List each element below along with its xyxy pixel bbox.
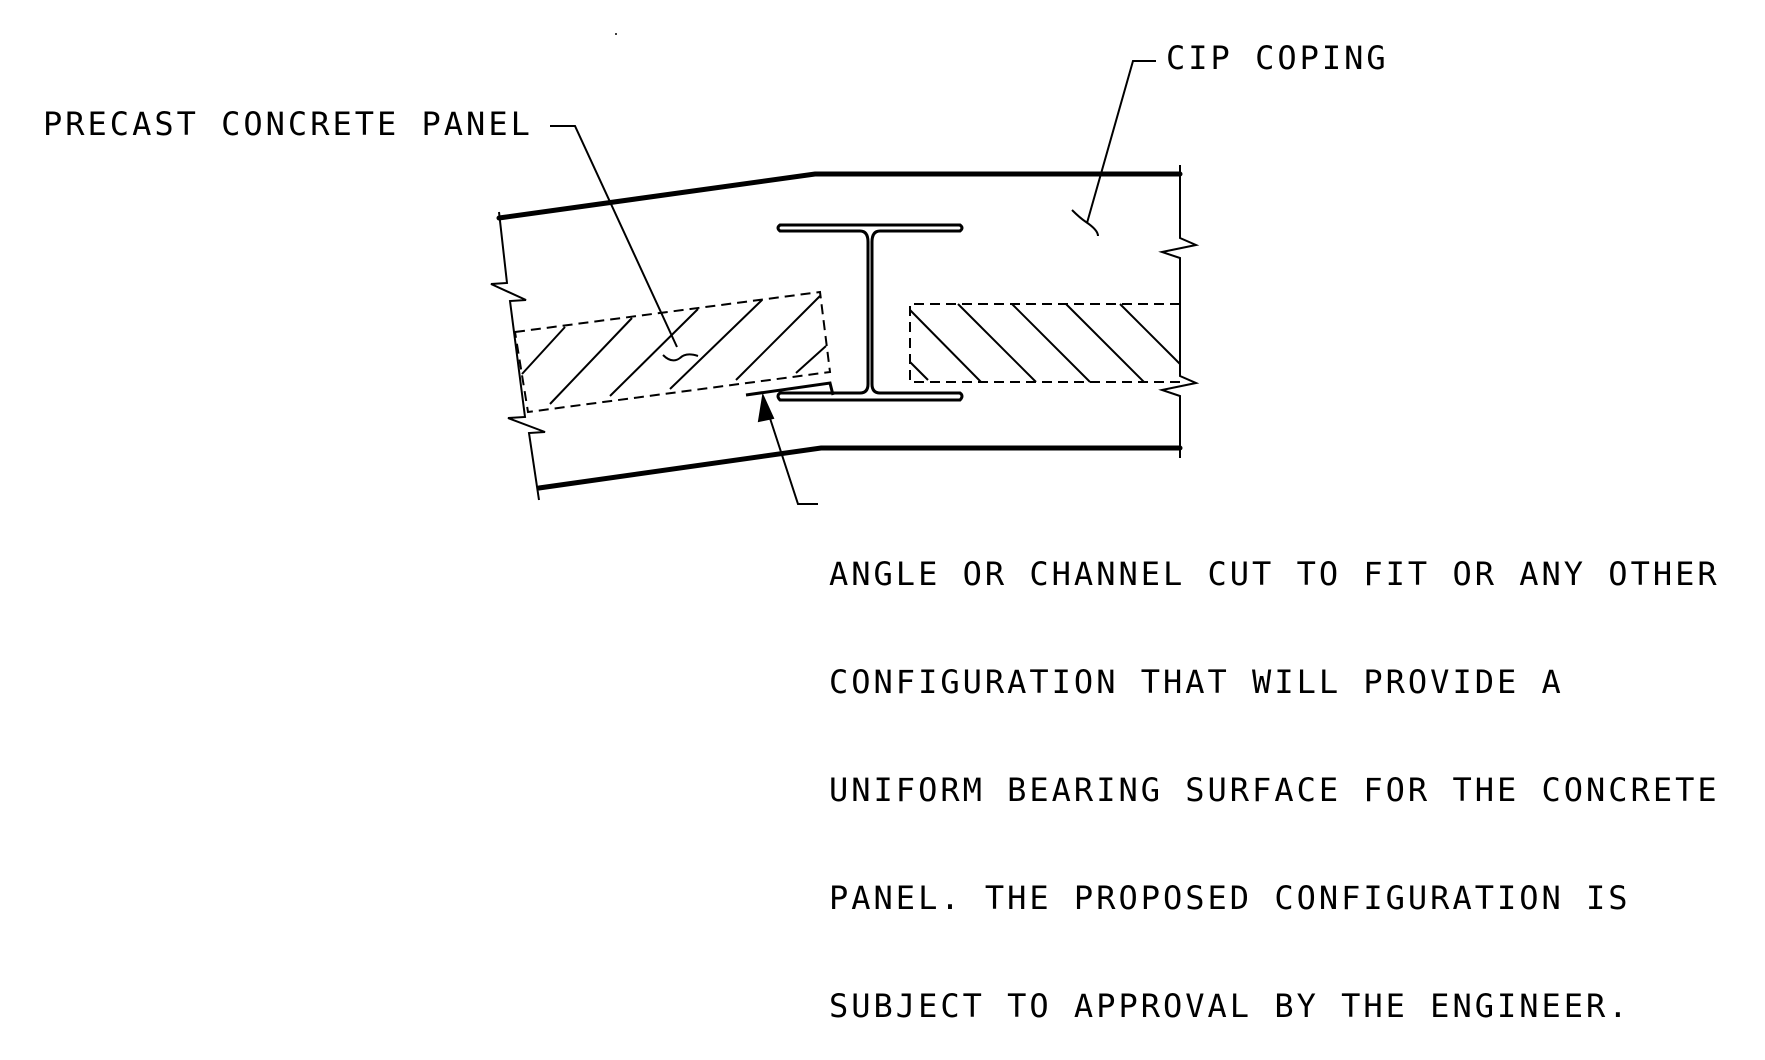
precast-concrete-panel-label: PRECAST CONCRETE PANEL xyxy=(43,105,533,143)
note-line-3: UNIFORM BEARING SURFACE FOR THE CONCRETE xyxy=(829,771,1720,809)
coping-top-edge xyxy=(496,171,1183,221)
leaders xyxy=(550,60,1156,505)
panel-leader xyxy=(550,125,678,348)
note-line-5: SUBJECT TO APPROVAL BY THE ENGINEER. xyxy=(829,987,1631,1025)
right-panel-hatch xyxy=(909,303,1181,383)
note-line-2: CONFIGURATION THAT WILL PROVIDE A xyxy=(829,663,1564,701)
steel-i-beam xyxy=(776,223,964,402)
coping-leader xyxy=(1086,60,1156,224)
left-break-line xyxy=(490,211,546,501)
section-detail-drawing xyxy=(490,33,1200,505)
coping-material-tag xyxy=(1071,209,1099,237)
coping-outline xyxy=(496,171,1183,491)
right-panel-dashed-outline xyxy=(909,303,1180,383)
note-line-1: ANGLE OR CHANNEL CUT TO FIT OR ANY OTHER xyxy=(829,555,1720,593)
angle-note: ANGLE OR CHANNEL CUT TO FIT OR ANY OTHER… xyxy=(829,484,1720,1060)
bearing-angle xyxy=(745,381,835,397)
angle-leader-arrowhead xyxy=(757,392,775,423)
break-lines xyxy=(490,165,1200,501)
i-beam-outline xyxy=(776,223,964,402)
right-precast-panel xyxy=(909,303,1181,383)
right-break-line xyxy=(1158,165,1200,458)
left-panel-hatch xyxy=(521,295,827,405)
cip-coping-label: CIP COPING xyxy=(1166,39,1389,77)
stray-dot xyxy=(615,33,617,35)
material-tags xyxy=(662,209,1099,362)
left-panel-dashed-outline xyxy=(513,290,832,414)
note-line-4: PANEL. THE PROPOSED CONFIGURATION IS xyxy=(829,879,1631,917)
panel-material-tag xyxy=(662,353,699,362)
angle-leader xyxy=(765,405,818,505)
coping-bottom-edge xyxy=(536,445,1183,491)
left-precast-panel xyxy=(513,290,832,414)
